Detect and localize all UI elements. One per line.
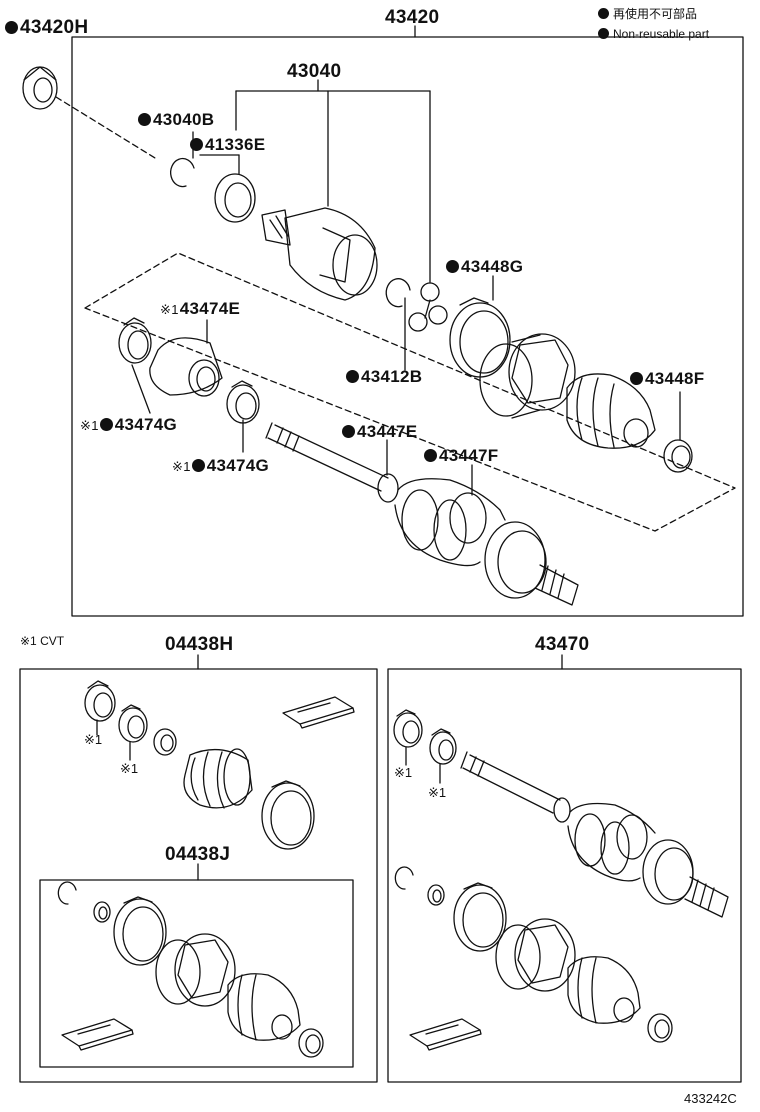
- legend-line-1: 再使用不可部品: [598, 8, 697, 20]
- r-small-clamp: [648, 1014, 672, 1042]
- kit-h-grease-pack: [283, 697, 354, 728]
- bullet-icon: [190, 138, 203, 151]
- kit-h-clamp-a: [85, 681, 115, 735]
- part-drive-shaft: [266, 423, 578, 605]
- kit-j-grease-pack: [62, 1019, 133, 1050]
- r-ring: [428, 885, 444, 905]
- part-inner-housing: [480, 334, 575, 418]
- label-43447F: 43447F: [424, 447, 498, 464]
- label-43447E: 43447E: [342, 423, 417, 440]
- part-43040-housing: [262, 208, 377, 300]
- label-43448F: 43448F: [630, 370, 704, 387]
- bullet-icon: [138, 113, 151, 126]
- r-housing: [496, 919, 575, 991]
- legend-line-2: Non-reusable part: [598, 28, 709, 40]
- label-43470: 43470: [535, 634, 590, 655]
- bullet-icon: [342, 425, 355, 438]
- bullet-icon: [446, 260, 459, 273]
- part-43474G-clamp-b: [227, 381, 259, 423]
- label-04438H: 04438H: [165, 634, 234, 655]
- part-43040B-snap-ring: [171, 159, 194, 187]
- box-43420: [72, 37, 743, 616]
- kit-h-clamp-b: [119, 705, 147, 760]
- note-cvt: ※1 CVT: [20, 634, 65, 648]
- r-boot: [568, 957, 640, 1023]
- part-43420H-ring: [23, 67, 57, 109]
- label-43412B: 43412B: [346, 368, 422, 385]
- part-43412B-clip: [386, 279, 410, 307]
- bullet-icon: [598, 28, 609, 39]
- label-43448G: 43448G: [446, 258, 523, 275]
- label-43040B: 43040B: [138, 111, 214, 128]
- r-grease-pack: [410, 1019, 481, 1050]
- bullet-icon: [191, 459, 205, 472]
- part-43474G-clamp-a: [119, 318, 151, 363]
- bullet-icon: [99, 418, 113, 431]
- mark-43470-2: ※1: [428, 785, 447, 800]
- part-43448G-clamp: [450, 298, 510, 377]
- bullet-icon: [598, 8, 609, 19]
- kit-h-boot: [184, 749, 252, 808]
- dashed-boot-kit-outline: [85, 253, 735, 531]
- part-inner-boot: [567, 374, 655, 448]
- kit-j-boot: [228, 974, 300, 1040]
- label-43420: 43420: [385, 7, 440, 28]
- bullet-icon: [346, 370, 359, 383]
- r-clamp-a: [394, 710, 422, 765]
- kit-j-housing: [156, 934, 235, 1006]
- label-41336E: 41336E: [190, 136, 265, 153]
- kit-h-clamp-c: [154, 729, 176, 755]
- r-clamp-b: [430, 729, 456, 783]
- part-tripod: [409, 283, 447, 331]
- figure-code: 433242C: [684, 1091, 737, 1106]
- part-43474E-boot: [150, 338, 222, 396]
- r-drive-shaft: [461, 752, 728, 917]
- r-snap-ring: [395, 867, 413, 889]
- label-43040: 43040: [287, 61, 342, 82]
- mark-43470-1: ※1: [394, 765, 413, 780]
- kit-j-small-clamp: [299, 1029, 323, 1057]
- label-04438J: 04438J: [165, 844, 231, 865]
- bullet-icon: [630, 372, 643, 385]
- part-41336E-ring: [215, 174, 255, 222]
- part-43448F-clamp: [664, 440, 692, 472]
- kit-h-clamp-d: [262, 781, 314, 849]
- mark-04438H-2: ※1: [120, 761, 139, 776]
- box-43470: [388, 669, 741, 1082]
- kit-j-clamp: [114, 897, 166, 965]
- box-04438J: [40, 880, 353, 1067]
- label-43420H: 43420H: [5, 18, 88, 37]
- bullet-icon: [424, 449, 437, 462]
- label-43474E: ※143474E: [160, 299, 241, 318]
- kit-j-snap-ring: [58, 882, 76, 904]
- kit-j-ring: [94, 902, 110, 922]
- r-large-clamp: [454, 883, 506, 951]
- mark-04438H-1: ※1: [84, 732, 103, 747]
- bullet-icon: [5, 21, 18, 34]
